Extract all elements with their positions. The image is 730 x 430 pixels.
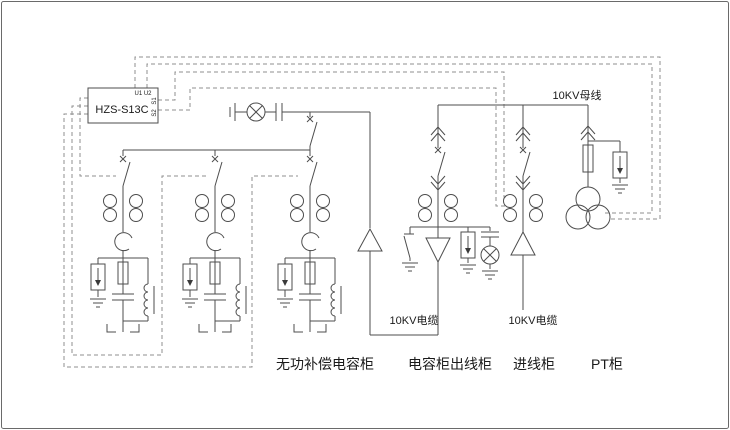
busbar-label: 10KV母线 [553, 88, 602, 102]
disconnector-blade-icon [309, 121, 318, 147]
controller-side-terminal-s2: S2 [152, 109, 158, 117]
cable-termination-down-icon [425, 237, 451, 264]
cabinet-label-pt: PT柜 [591, 356, 623, 372]
surge-arrester-icon [460, 231, 476, 259]
capacitor-branch-2 [182, 150, 246, 332]
cabinet-label-capacitor: 无功补偿电容柜 [276, 356, 374, 372]
branch2-control-wire [71, 105, 206, 356]
ground-icon [481, 270, 499, 280]
ground-icon [611, 184, 629, 194]
capacitor-branch-1 [90, 150, 154, 332]
outgoing-cabinet-circuit [401, 105, 500, 280]
controller-box: HZS-S13C U1 U2 S1 S2 [87, 87, 159, 124]
cabinet-label-capacitor-outgoing: 电容柜出线柜 [408, 356, 492, 372]
incoming-cabinet-circuit [503, 105, 543, 310]
breaker-blade-icon [522, 151, 531, 177]
controller-top-terminals-label: U1 U2 [134, 91, 152, 97]
branch3-control-wire [63, 113, 298, 368]
current-sampling-wire-s2 [158, 87, 506, 207]
voltage-transformer-icon [585, 204, 611, 230]
pt-cabinet-circuit [565, 105, 629, 230]
controller-side-terminal-s1: S1 [152, 97, 158, 105]
capacitor-branch-3 [277, 150, 341, 332]
cable-termination-up-icon [510, 230, 536, 256]
indicator-lamp-icon [246, 102, 266, 122]
breaker-blade-icon [437, 151, 446, 177]
indicator-lamp-icon [480, 245, 500, 265]
voltage-transformer-icon [565, 204, 591, 230]
current-sampling-wire-s1 [158, 71, 509, 198]
cabinet-label-incoming: 进线柜 [513, 356, 555, 372]
earthing-switch-icon [403, 235, 411, 259]
voltage-sampling-wire-u2 [146, 63, 653, 214]
cable-label-incoming: 10KV电缆 [509, 314, 558, 327]
cable-label-capacitor: 10KV电缆 [390, 314, 439, 327]
capacitor-feed-circuit [229, 102, 370, 150]
ground-icon [459, 264, 477, 274]
controller-model-label: HZS-S13C [95, 104, 148, 116]
capacitor-cable-loop [357, 112, 439, 336]
surge-arrester-icon [612, 151, 628, 179]
voltage-sampling-wire-u1 [134, 56, 661, 220]
branch1-control-wire [79, 97, 116, 177]
ground-icon [401, 262, 419, 272]
voltage-transformer-icon [575, 186, 601, 212]
cable-termination-up-icon [357, 227, 383, 252]
